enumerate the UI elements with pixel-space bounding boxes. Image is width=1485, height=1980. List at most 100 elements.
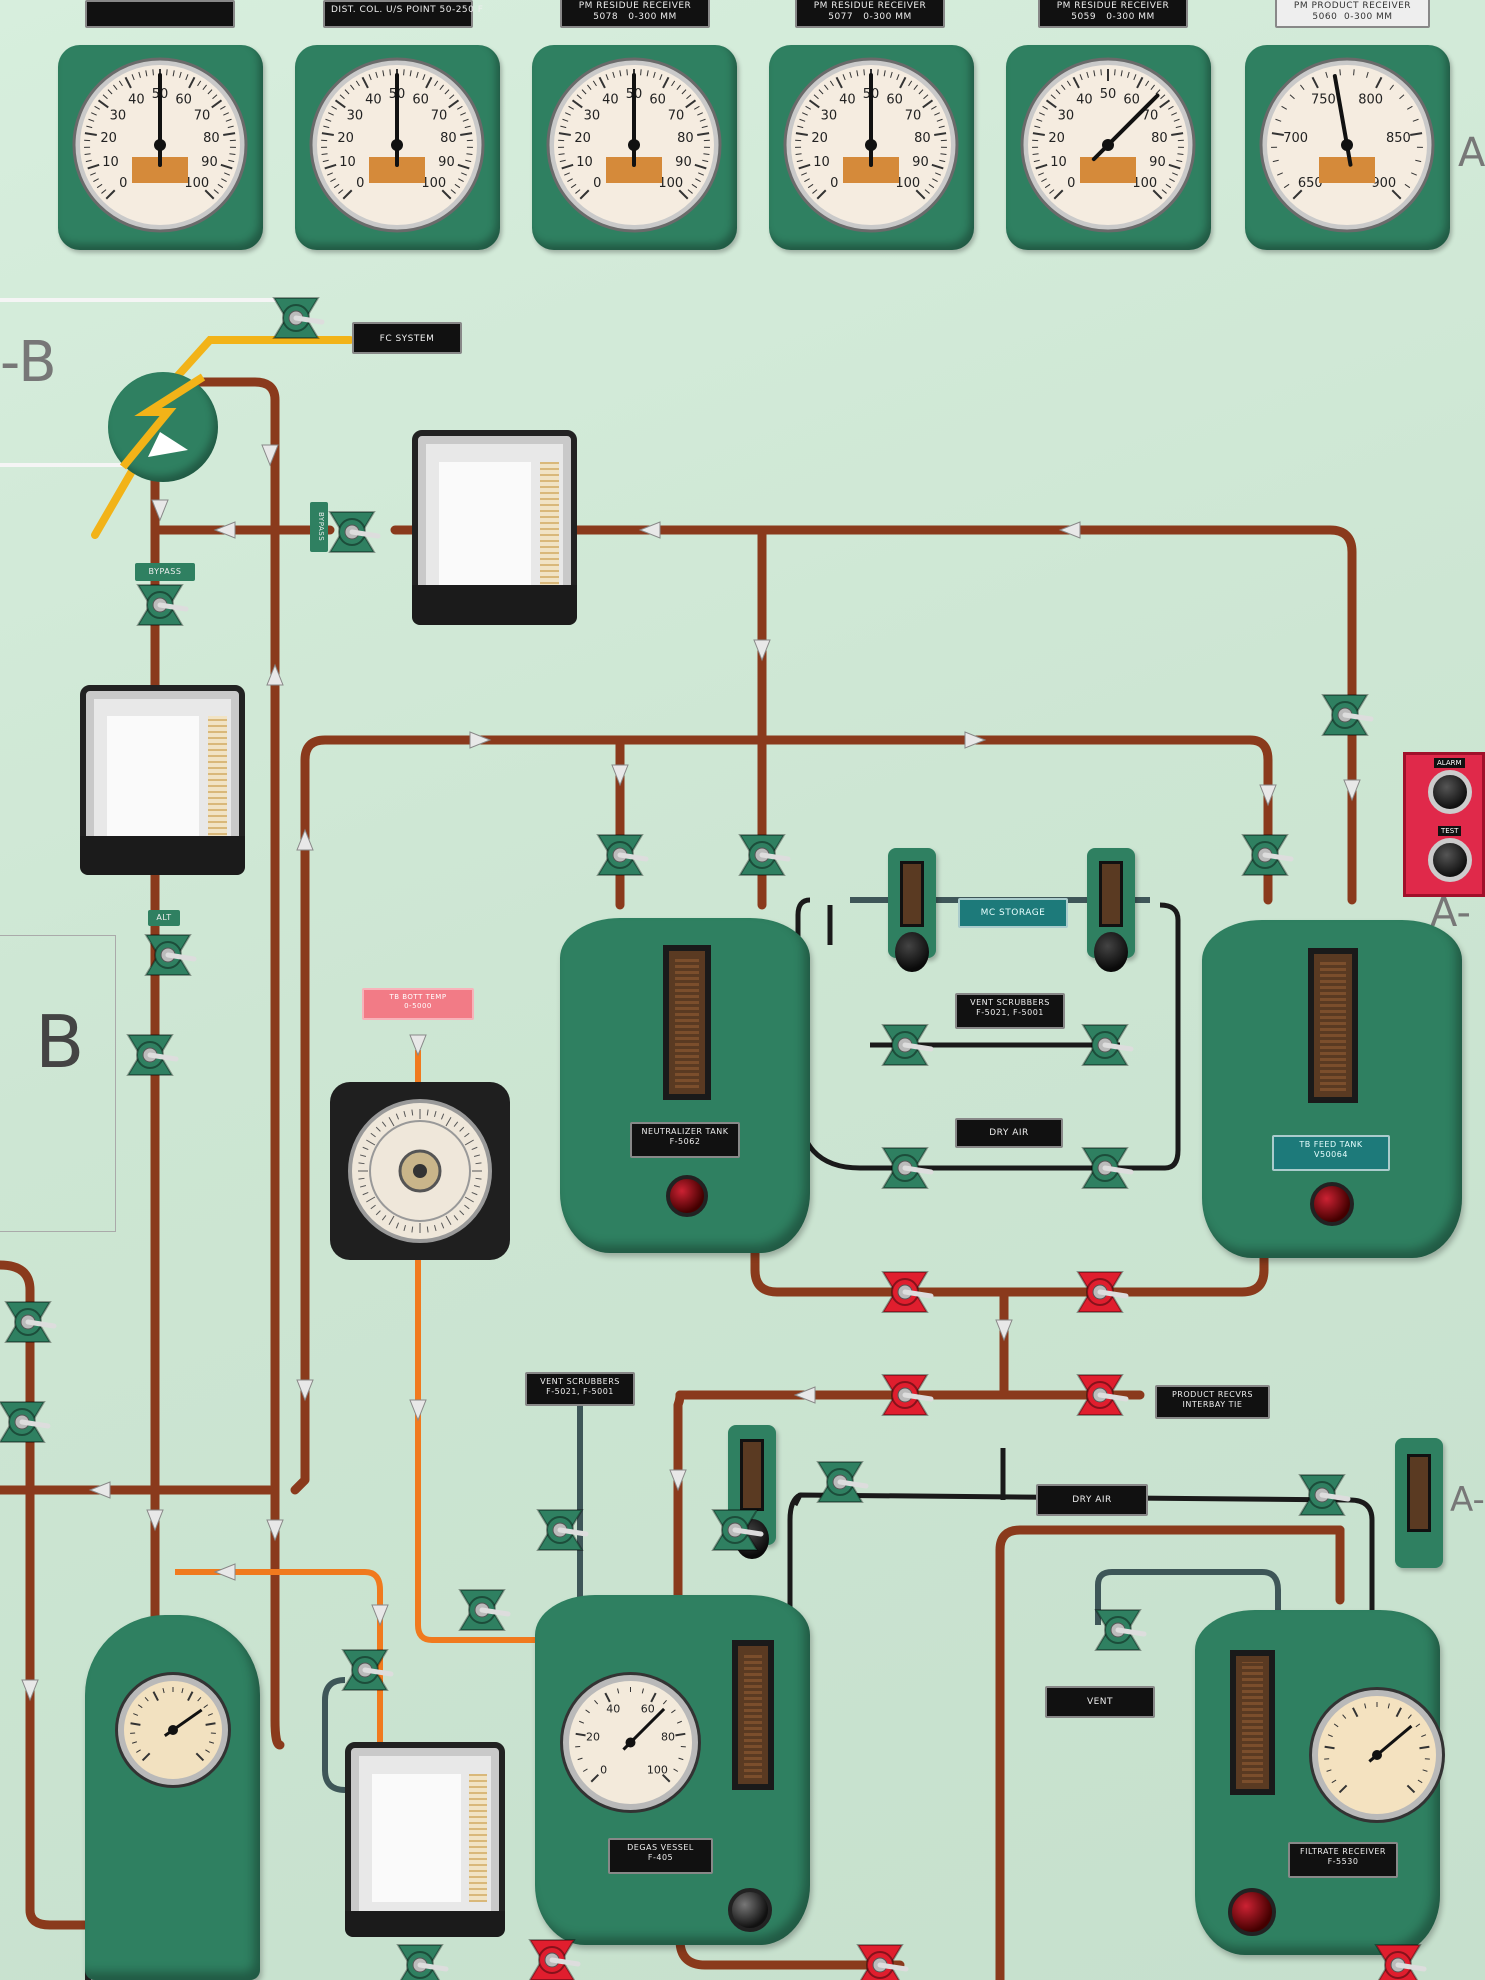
dry-air-valve-3[interactable] [1292, 1465, 1352, 1525]
gauge-tick-label: 10 [576, 155, 593, 170]
degas-tick-label: 40 [606, 1703, 620, 1716]
chalk-a-low: A- [1450, 1480, 1485, 1520]
fc-valve[interactable] [266, 288, 326, 348]
chalk-box [0, 935, 116, 1232]
gauge-tick-label: 20 [574, 131, 591, 146]
gauge-tick-label: 20 [100, 131, 117, 146]
gauge-tick-label: 80 [677, 131, 694, 146]
top-tag-4: PM RESIDUE RECEIVER 5077 0-300 MM [795, 0, 945, 28]
pipe-mid-loop [290, 735, 1273, 1495]
filtrate-sight-glass [1230, 1650, 1275, 1795]
scrubber-valve-left[interactable] [875, 1015, 935, 1075]
red-valve-bottom-3[interactable] [1368, 1935, 1428, 1980]
gauge-tick-label: 70 [431, 108, 448, 123]
neutralizer-sight-glass [663, 945, 711, 1100]
product-recvrs-label: PRODUCT RECVRS INTERBAY TIE [1155, 1385, 1270, 1419]
gauge-tick-label: 40 [1076, 93, 1093, 108]
gauge-tick-label: 70 [1142, 108, 1159, 123]
filtrate-gauge [1312, 1690, 1442, 1820]
dry-air-valve-left[interactable] [875, 1138, 935, 1198]
left-bottom-vessel [85, 1615, 260, 1980]
gauge-tick-label: 90 [675, 155, 692, 170]
filtrate-lamp [1228, 1888, 1276, 1936]
test-label: TEST [1438, 826, 1462, 836]
degas-lamp [728, 1888, 772, 1932]
degas-tick-label: 100 [647, 1763, 668, 1776]
alarm-label: ALARM [1434, 758, 1465, 768]
pipe-tank-bottom [750, 1225, 1269, 1297]
gauge-tick-label: 100 [184, 176, 209, 191]
recorder-valve[interactable] [335, 1640, 395, 1700]
red-valve-bottom-2[interactable] [850, 1935, 910, 1980]
gauge-tick-label: 60 [175, 93, 192, 108]
gauge-tick-label: 0 [119, 176, 127, 191]
gauge-tick-label: 80 [203, 131, 220, 146]
feed-tank-label: TB FEED TANK V50064 [1272, 1135, 1390, 1171]
gauge-tick-label: 90 [201, 155, 218, 170]
gauge-tick-label: 60 [412, 93, 429, 108]
gauge-tick-label: 850 [1386, 131, 1411, 146]
gauge-tick-label: 60 [1123, 93, 1140, 108]
degas-tick-label: 60 [641, 1703, 655, 1716]
gauge-tick-label: 90 [912, 155, 929, 170]
degas-vessel-label: DEGAS VESSEL F-405 [608, 1838, 713, 1874]
gauge-tick-label: 900 [1371, 176, 1396, 191]
red-valve-3[interactable] [875, 1365, 935, 1425]
gauge-tick-label: 40 [839, 93, 856, 108]
gauge-tick-label: 10 [813, 155, 830, 170]
dry-air-valve-2[interactable] [810, 1452, 870, 1512]
red-valve-bottom-1[interactable] [522, 1930, 582, 1980]
tank-inlet-valve-3[interactable] [1235, 825, 1295, 885]
bypass-valve[interactable] [130, 575, 190, 635]
degas-sight-glass [732, 1640, 774, 1790]
alarm-button[interactable] [1428, 770, 1472, 814]
left-bottom-gauge [118, 1675, 228, 1785]
gauge-tick-label: 60 [886, 93, 903, 108]
chalk-a-top: A [1458, 130, 1485, 176]
red-valve-4[interactable] [1070, 1365, 1130, 1425]
dry-air-valve-right[interactable] [1075, 1138, 1135, 1198]
gauge-tick-label: 700 [1283, 131, 1308, 146]
gauge-tick-label: 40 [602, 93, 619, 108]
gauge-tick-label: 100 [1132, 176, 1157, 191]
top-tag-2: DIST. COL. U/S POINT 50-250 F [323, 0, 483, 28]
gauge-tick-label: 30 [821, 108, 838, 123]
gauge-tick-label: 800 [1358, 93, 1383, 108]
vent-valve[interactable] [1088, 1600, 1148, 1660]
top-tag-6: PM PRODUCT RECEIVER 5060 0-300 MM [1275, 0, 1430, 28]
far-left-valve-2[interactable] [0, 1392, 52, 1452]
scrubber-valve-right[interactable] [1075, 1015, 1135, 1075]
bottom-valve[interactable] [390, 1935, 450, 1980]
orange-valve[interactable] [452, 1580, 512, 1640]
degas-tick-label: 20 [586, 1731, 600, 1744]
bypass-label-2: BYPASS [310, 502, 328, 552]
chalk-b-top: -B [0, 330, 57, 395]
gauge-tick-label: 80 [1151, 131, 1168, 146]
vent-scrubber-valve[interactable] [530, 1500, 590, 1560]
tank-inlet-valve-2[interactable] [732, 825, 792, 885]
flowmeter-right-low [1395, 1438, 1443, 1568]
top-tag-5: PM RESIDUE RECEIVER 5059 0-300 MM [1038, 0, 1188, 28]
tank-inlet-valve-1[interactable] [590, 825, 650, 885]
alt-valve[interactable] [138, 925, 198, 985]
top-tag-1 [85, 0, 235, 28]
degas-valve[interactable] [705, 1500, 765, 1560]
gauge-tick-label: 0 [593, 176, 601, 191]
left-valve[interactable] [120, 1025, 180, 1085]
gauge-tick-label: 80 [440, 131, 457, 146]
gauge-tick-label: 0 [1067, 176, 1075, 191]
top-right-valve[interactable] [1315, 685, 1375, 745]
vent-label: VENT [1045, 1686, 1155, 1718]
test-button[interactable] [1428, 838, 1472, 882]
gauge-tick-label: 50 [1100, 87, 1117, 102]
gauge-tick-label: 750 [1311, 93, 1336, 108]
far-left-valve-1[interactable] [0, 1292, 58, 1352]
gauge-tick-label: 10 [339, 155, 356, 170]
gauge-tick-label: 80 [914, 131, 931, 146]
mc-storage-label: MC STORAGE [958, 898, 1068, 928]
red-valve-1[interactable] [875, 1262, 935, 1322]
red-valve-2[interactable] [1070, 1262, 1130, 1322]
bypass-valve-2[interactable] [322, 502, 382, 562]
